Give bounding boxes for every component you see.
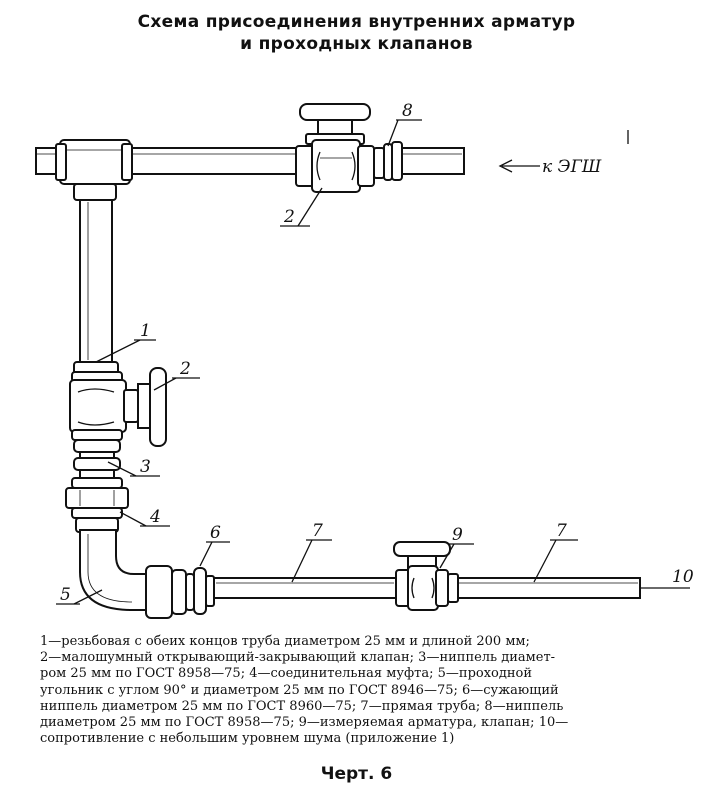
label-7-left: 7 xyxy=(312,521,323,541)
label-7-right: 7 xyxy=(556,521,567,541)
label-4: 4 xyxy=(149,507,161,527)
valve-9 xyxy=(393,541,459,611)
nipple-3 xyxy=(73,439,121,479)
label-5: 5 xyxy=(60,585,71,605)
leader-lines xyxy=(56,119,690,605)
label-2-vertical: 2 xyxy=(179,359,191,379)
figure-caption: Черт. 6 xyxy=(320,764,393,784)
pipe-connection-diagram: к ЭГШ 2 8 1 2 3 4 5 6 7 9 7 10 xyxy=(35,101,694,619)
label-to-egsh: к ЭГШ xyxy=(542,157,602,177)
legend-line: ром 25 мм по ГОСТ 8958—75; 4—соединитель… xyxy=(40,666,533,682)
legend-line: 2—малошумный открывающий-закрывающий кла… xyxy=(40,650,556,666)
coupling-4 xyxy=(65,477,129,533)
bottom-pipe-7 xyxy=(213,577,641,599)
valve-2-vertical xyxy=(69,367,167,447)
legend-line: диаметром 25 мм по ГОСТ 8958—75; 9—измер… xyxy=(40,715,569,731)
legend-line: 1—резьбовая с обеих концов труба диаметр… xyxy=(40,634,530,649)
label-1: 1 xyxy=(140,321,151,341)
legend-line: ниппель диаметром 25 мм по ГОСТ 8960—75;… xyxy=(40,698,564,714)
nipple-8 xyxy=(373,141,403,181)
legend-line: сопротивление с небольшим уровнем шума (… xyxy=(40,731,455,747)
tee-fitting xyxy=(55,139,133,201)
label-10: 10 xyxy=(672,567,694,587)
valve-2-top xyxy=(295,103,375,193)
label-8: 8 xyxy=(402,101,413,121)
diagram-title-line-2: и проходных клапанов xyxy=(240,34,473,54)
elbow-5 xyxy=(79,529,187,619)
label-6: 6 xyxy=(210,523,221,543)
label-3: 3 xyxy=(140,457,151,477)
legend-line: угольник с углом 90° и диаметром 25 мм п… xyxy=(40,682,559,698)
vertical-pipe-1 xyxy=(73,199,119,375)
label-2-top: 2 xyxy=(283,207,295,227)
label-9: 9 xyxy=(452,525,463,545)
arrow-to-egsh xyxy=(498,159,540,173)
diagram-title-line-1: Схема присоединения внутренних арматур xyxy=(137,12,576,32)
reducing-nipple-6 xyxy=(185,567,215,615)
legend: 1—резьбовая с обеих концов труба диаметр… xyxy=(40,634,674,747)
